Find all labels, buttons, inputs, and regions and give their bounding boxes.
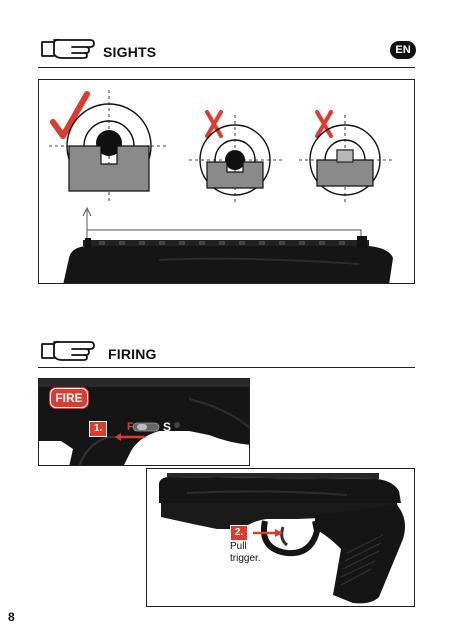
- safety-f-label: F: [127, 421, 134, 433]
- check-icon: [50, 91, 90, 139]
- step-2-badge: 2.: [230, 525, 248, 541]
- pistol-frame-image: [39, 379, 249, 465]
- page-number: 8: [8, 610, 15, 624]
- language-badge: EN: [390, 41, 416, 59]
- fire-tag: FIRE: [50, 388, 88, 408]
- x-icon: [205, 110, 223, 138]
- sights-diagram-panel: [38, 79, 415, 284]
- step-1-badge: 1.: [89, 421, 107, 437]
- sight-diagram-incorrect-high: [299, 115, 392, 202]
- safety-s-label: S: [163, 420, 172, 434]
- firing-divider: [38, 367, 415, 368]
- sights-title: SIGHTS: [103, 44, 157, 60]
- sights-divider: [38, 67, 415, 68]
- pointing-hand-icon: [41, 340, 95, 361]
- pistol-full-image: [159, 473, 405, 604]
- x-icon: [315, 110, 333, 138]
- sight-diagram-incorrect-low: [189, 115, 282, 202]
- firing-title: FIRING: [108, 346, 157, 362]
- pointing-hand-icon: [41, 38, 95, 59]
- sight-diagram-correct: [49, 90, 169, 202]
- safety-switch-panel: FIRE 1. F S: [38, 378, 250, 466]
- pull-trigger-text: Pull trigger.: [230, 541, 261, 564]
- pistol-barrel-image: [63, 236, 393, 283]
- sights-illustration: [49, 90, 393, 283]
- trigger-panel: 2. Pull trigger.: [146, 468, 415, 607]
